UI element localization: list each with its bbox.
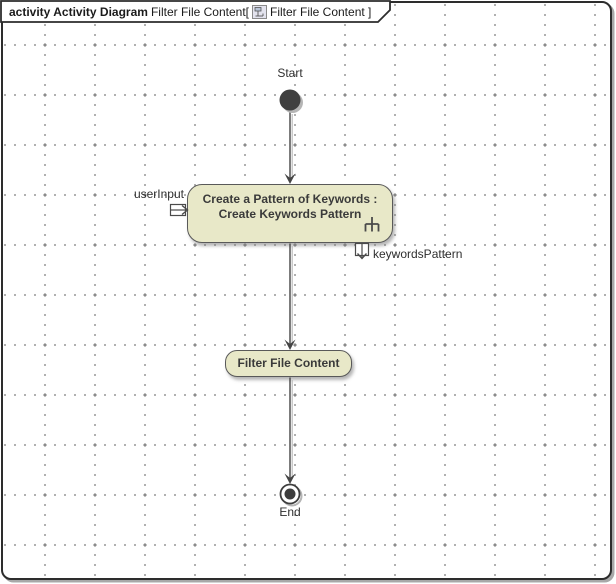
input-pin-userinput[interactable] bbox=[169, 203, 189, 217]
frame-title-tab bbox=[0, 0, 391, 23]
frame-title: activity Activity Diagram Filter File Co… bbox=[9, 5, 371, 19]
action-filter-file-content[interactable]: Filter File Content bbox=[225, 350, 352, 377]
arrowhead-icon bbox=[284, 173, 296, 184]
pin-arrow-icon bbox=[356, 253, 368, 260]
end-node-label[interactable]: End bbox=[279, 505, 301, 519]
output-pin-label[interactable]: keywordsPattern bbox=[373, 247, 463, 261]
start-initial-node[interactable] bbox=[279, 89, 301, 111]
action-name-line1: Create a Pattern of Keywords : bbox=[202, 192, 378, 206]
frame-title-keyword: activity Activity Diagram bbox=[9, 5, 148, 19]
frame-title-context: Filter File Content ] bbox=[270, 5, 372, 19]
output-pin-keywordspattern[interactable] bbox=[354, 242, 370, 260]
input-pin-label[interactable]: userInput bbox=[133, 187, 184, 201]
end-final-node-core bbox=[284, 488, 296, 500]
action-create-keywords-pattern[interactable]: Create a Pattern of Keywords : Create Ke… bbox=[187, 184, 393, 243]
arrowhead-icon bbox=[284, 473, 296, 484]
arrowhead-icon bbox=[284, 339, 296, 350]
action-name-line2: Create Keywords Pattern bbox=[218, 207, 362, 221]
frame-title-name: Filter File Content[ bbox=[150, 5, 249, 19]
pin-arrow-icon bbox=[181, 204, 189, 216]
start-node-label[interactable]: Start bbox=[277, 66, 303, 80]
action-name: Filter File Content bbox=[237, 356, 340, 370]
activity-diagram-icon bbox=[252, 5, 267, 19]
rake-icon bbox=[364, 217, 380, 232]
